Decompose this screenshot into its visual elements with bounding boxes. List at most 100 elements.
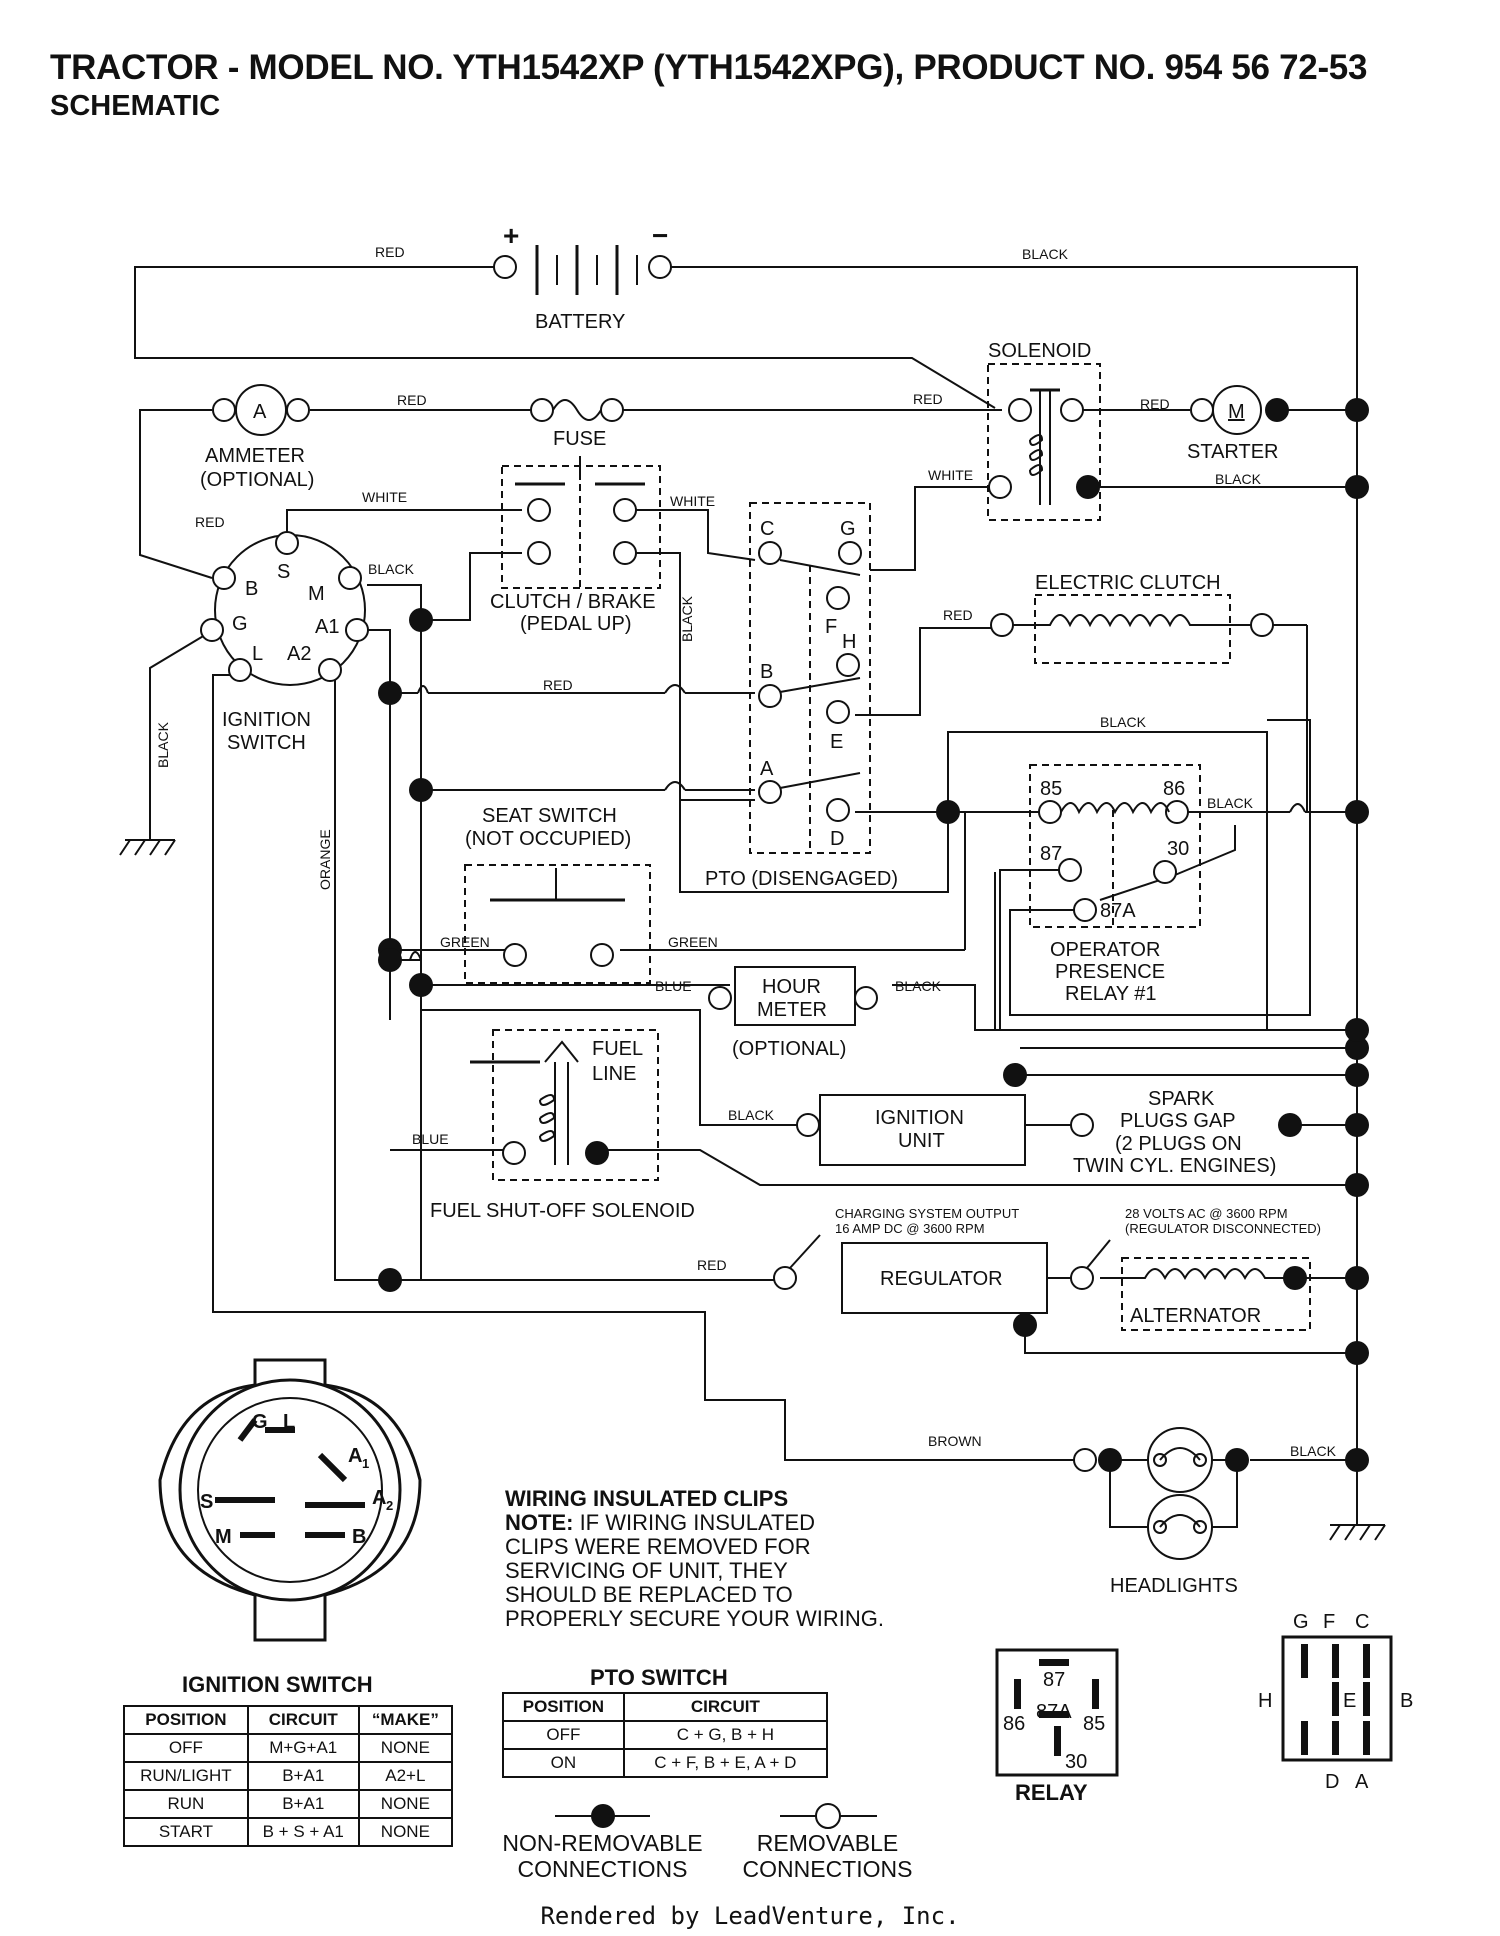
relay-terminal-86: 86 xyxy=(1163,778,1185,800)
pto-pin-g: G xyxy=(1293,1611,1309,1633)
fuel-line-label-2: LINE xyxy=(592,1063,636,1085)
table-cell: C + G, B + H xyxy=(622,1720,829,1750)
wire-label-blue: BLUE xyxy=(655,978,692,994)
seat-switch: SEAT SWITCH (NOT OCCUPIED) xyxy=(464,805,651,984)
seat-switch-label: SEAT SWITCH xyxy=(482,805,617,827)
ign-terminal-a1: A1 xyxy=(315,616,339,638)
seat-switch-sub-label: (NOT OCCUPIED) xyxy=(465,828,631,850)
pto-terminal-h: H xyxy=(842,631,856,653)
ammeter-symbol: A xyxy=(253,401,267,423)
page-subtitle: SCHEMATIC xyxy=(50,90,221,122)
wire-label-black: BLACK xyxy=(368,561,415,577)
hour-meter-label-1: HOUR xyxy=(762,976,821,998)
note-line: NOTE: IF WIRING INSULATED xyxy=(505,1511,884,1535)
table-cell: ON xyxy=(502,1748,625,1778)
face-label-b: B xyxy=(352,1526,366,1548)
wire-label-black: BLACK xyxy=(1022,246,1069,262)
ignition-switch-face: G L A 1 A 2 S M B xyxy=(158,1358,422,1642)
wire-label-blue: BLUE xyxy=(412,1131,449,1147)
ammeter-label: AMMETER xyxy=(205,445,305,467)
relay-pin-87a: 87A xyxy=(1036,1701,1072,1723)
note-line: SERVICING OF UNIT, THEY xyxy=(505,1558,788,1583)
table-header: “MAKE” xyxy=(357,1705,454,1735)
legend-text: CONNECTIONS xyxy=(517,1856,688,1882)
table-header: CIRCUIT xyxy=(622,1692,829,1722)
wire-label-red: RED xyxy=(397,392,427,408)
face-label-a2-sub: 2 xyxy=(386,1498,393,1513)
pto-terminal-a: A xyxy=(760,758,774,780)
page-title: TRACTOR - MODEL NO. YTH1542XP (YTH1542XP… xyxy=(50,48,1368,87)
operator-presence-relay: 85 86 87 30 87A OPERATOR PRESENCE RELAY … xyxy=(936,764,1201,1005)
table-cell: OFF xyxy=(123,1733,249,1763)
pto-pin-d: D xyxy=(1325,1771,1339,1793)
legend-text: REMOVABLE xyxy=(756,1830,899,1856)
fuse-label: FUSE xyxy=(553,428,606,450)
spark-label-1: SPARK xyxy=(1148,1088,1215,1110)
wire-label-black: BLACK xyxy=(679,595,695,642)
clutch-brake-sub-label: (PEDAL UP) xyxy=(520,613,632,635)
legend-text: CONNECTIONS xyxy=(742,1856,913,1882)
legend-removable: REMOVABLE CONNECTIONS xyxy=(735,1830,920,1882)
wires xyxy=(119,266,1386,1541)
solenoid-label: SOLENOID xyxy=(988,340,1091,362)
table-cell: OFF xyxy=(502,1720,625,1750)
electric-clutch-label: ELECTRIC CLUTCH xyxy=(1035,572,1221,594)
pto-table-title: PTO SWITCH xyxy=(590,1665,728,1690)
table-header-row: POSITION CIRCUIT “MAKE” xyxy=(123,1705,454,1735)
table-cell: B+A1 xyxy=(246,1789,360,1819)
ignition-table-title: IGNITION SWITCH xyxy=(182,1672,373,1697)
footer-credit: Rendered by LeadVenture, Inc. xyxy=(540,1902,960,1930)
volts-label-2: (REGULATOR DISCONNECTED) xyxy=(1125,1221,1321,1236)
wire-label-black: BLACK xyxy=(1100,714,1147,730)
relay-label-3: RELAY #1 xyxy=(1065,983,1157,1005)
charging-output-label-2: 16 AMP DC @ 3600 RPM xyxy=(835,1221,985,1236)
table-cell: A2+L xyxy=(357,1761,454,1791)
table-header: CIRCUIT xyxy=(246,1705,360,1735)
wire-label-brown: BROWN xyxy=(928,1433,982,1449)
wire-label-black: BLACK xyxy=(155,721,171,768)
fuel-solenoid-label: FUEL SHUT-OFF SOLENOID xyxy=(430,1200,695,1222)
wire-label-green: GREEN xyxy=(668,934,718,950)
relay-label-1: OPERATOR xyxy=(1050,939,1160,961)
fuel-line-label-1: FUEL xyxy=(592,1038,643,1060)
face-label-a1: A xyxy=(348,1445,362,1467)
wire-label-red: RED xyxy=(1140,396,1170,412)
clutch-brake-switch: CLUTCH / BRAKE (PEDAL UP) xyxy=(490,456,661,635)
table-cell: M+G+A1 xyxy=(246,1733,360,1763)
battery-negative-label: − xyxy=(652,220,668,251)
wire-label-red: RED xyxy=(543,677,573,693)
ignition-switch-label-2: SWITCH xyxy=(227,732,306,754)
ign-terminal-g: G xyxy=(232,613,248,635)
legend-text: NON-REMOVABLE xyxy=(502,1830,703,1856)
regulator-label: REGULATOR xyxy=(880,1268,1003,1290)
face-label-a2: A xyxy=(372,1487,386,1509)
volts-label-1: 28 VOLTS AC @ 3600 RPM xyxy=(1125,1206,1288,1221)
wire-label-black: BLACK xyxy=(1290,1443,1337,1459)
table-cell: B+A1 xyxy=(246,1761,360,1791)
ignition-switch-label: IGNITION xyxy=(222,709,311,731)
pto-pin-c: C xyxy=(1355,1611,1369,1633)
table-row: ON C + F, B + E, A + D xyxy=(502,1748,829,1778)
wire-label-black: BLACK xyxy=(1215,471,1262,487)
table-cell: B + S + A1 xyxy=(246,1817,360,1847)
pto-pin-b: B xyxy=(1400,1690,1413,1712)
regulator: REGULATOR CHARGING SYSTEM OUTPUT 16 AMP … xyxy=(773,1206,1321,1337)
legend-non-removable: NON-REMOVABLE CONNECTIONS xyxy=(495,1830,710,1882)
face-label-g: G xyxy=(252,1411,268,1433)
starter-symbol: M xyxy=(1228,401,1245,423)
relay-terminal-87a: 87A xyxy=(1100,900,1136,922)
headlights: HEADLIGHTS xyxy=(1073,1427,1249,1597)
relay-terminal-87: 87 xyxy=(1040,843,1062,865)
face-label-l: L xyxy=(283,1411,295,1433)
starter: M STARTER xyxy=(1187,385,1289,463)
ignition-unit: IGNITION UNIT xyxy=(796,1094,1094,1166)
wire-label-orange: ORANGE xyxy=(317,829,333,890)
solenoid: SOLENOID xyxy=(987,340,1101,521)
table-cell: NONE xyxy=(357,1733,454,1763)
charging-output-label-1: CHARGING SYSTEM OUTPUT xyxy=(835,1206,1019,1221)
note-line: PROPERLY SECURE YOUR WIRING. xyxy=(505,1606,884,1631)
fuel-shutoff-solenoid: FUEL LINE FUEL SHUT-OFF SOLENOID xyxy=(430,1029,695,1222)
pto-terminal-d: D xyxy=(830,828,844,850)
ign-terminal-s: S xyxy=(277,561,290,583)
wire-label-red: RED xyxy=(913,391,943,407)
